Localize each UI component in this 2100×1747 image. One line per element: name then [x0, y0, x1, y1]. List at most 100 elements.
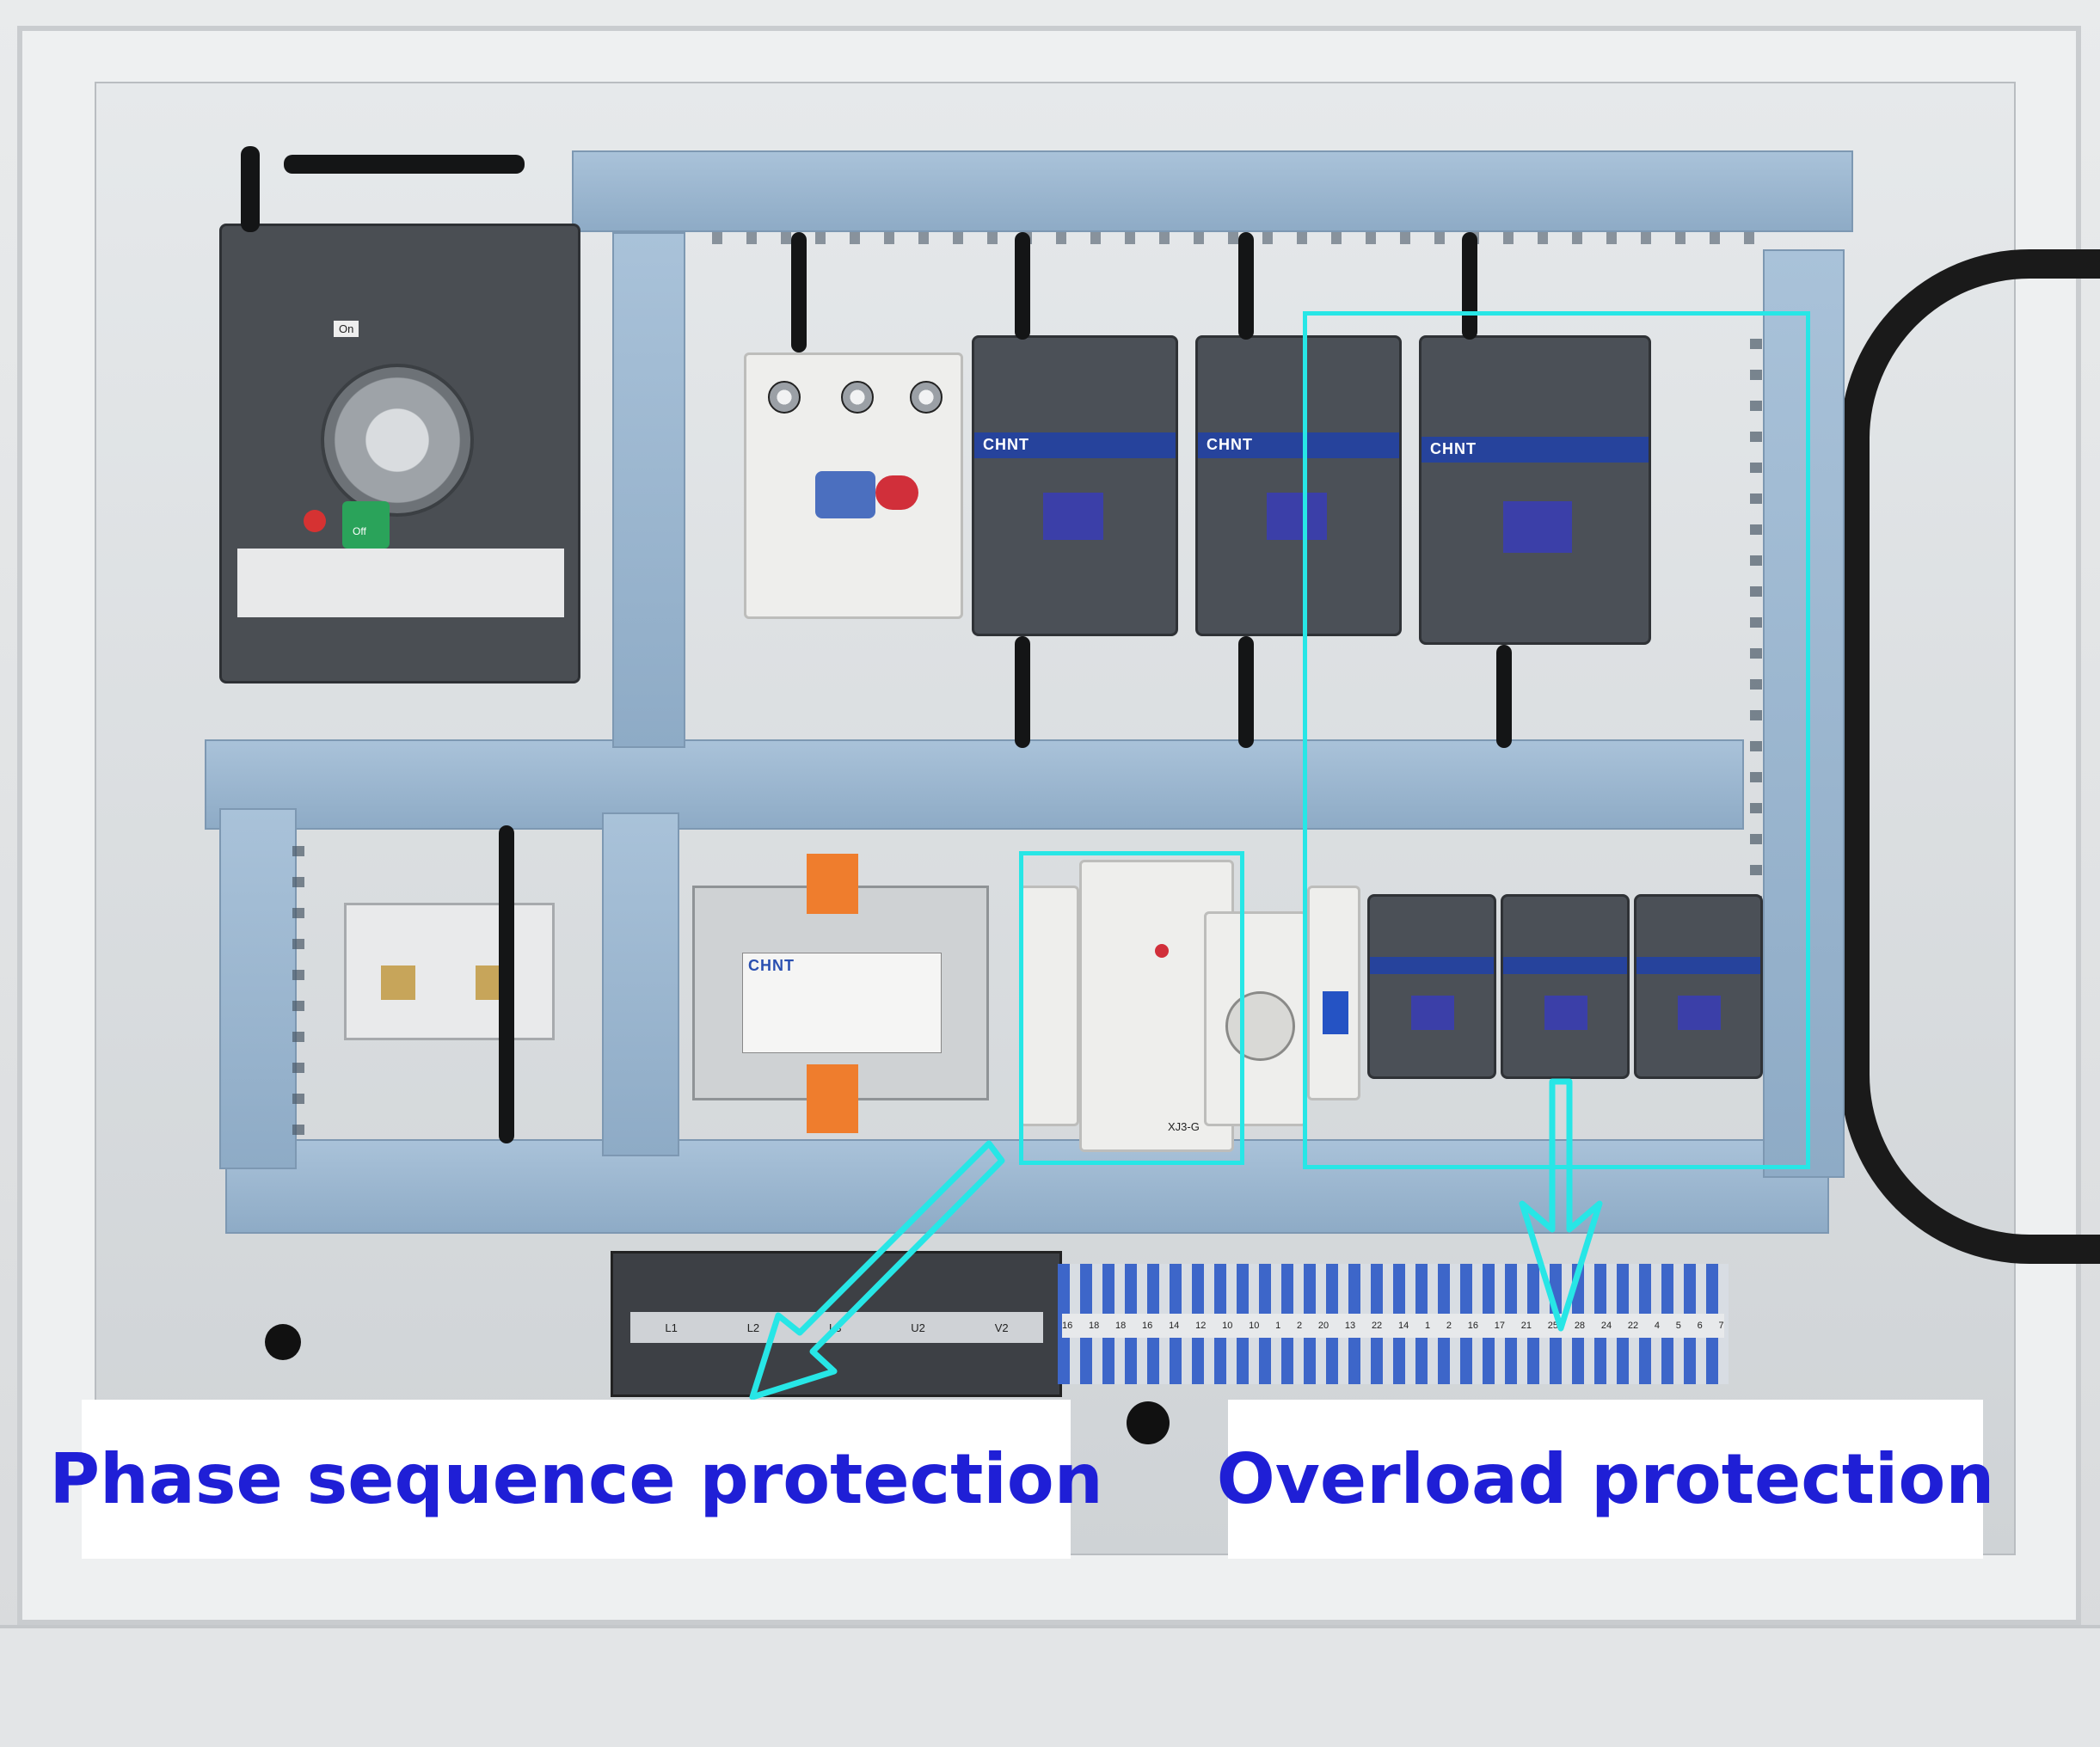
terminal-label-u2: U2 — [911, 1321, 925, 1334]
ctrl-term-8: 10 — [1249, 1321, 1260, 1331]
transformer-nameplate: CHNT — [742, 953, 942, 1053]
ctrl-term-10: 2 — [1297, 1321, 1303, 1331]
relay-screw-1 — [768, 381, 801, 414]
center-vertical-rail — [602, 812, 679, 1156]
breaker-trip-unit — [237, 549, 564, 617]
timer-dial — [1225, 991, 1295, 1061]
ctrl-term-16: 2 — [1446, 1321, 1452, 1331]
top-contactor-out-wires-2 — [1238, 636, 1254, 748]
top-rail — [572, 150, 1853, 232]
ctrl-term-19: 21 — [1520, 1321, 1532, 1331]
timer-relay — [1204, 911, 1307, 1126]
contactor-top-3: CHNT — [1419, 335, 1651, 645]
cabinet-lock — [265, 1324, 301, 1360]
phase-relay-indicator — [1155, 944, 1169, 958]
breaker-supply-wires — [241, 146, 260, 232]
ctrl-term-13: 22 — [1371, 1321, 1383, 1331]
ct-terminal-1 — [381, 965, 415, 1000]
ctrl-term-5: 14 — [1169, 1321, 1180, 1331]
transformer-terminal-orange-bottom — [807, 1064, 858, 1133]
ctrl-term-15: 1 — [1424, 1321, 1431, 1331]
ctrl-term-4: 16 — [1142, 1321, 1153, 1331]
top-contactor-feed-wires-2 — [1015, 232, 1030, 340]
ctrl-term-18: 17 — [1494, 1321, 1506, 1331]
breaker-rotary-knob — [321, 364, 474, 517]
ctrl-term-3: 18 — [1115, 1321, 1127, 1331]
transformer-brand: CHNT — [748, 957, 795, 974]
ctrl-term-1: 16 — [1062, 1321, 1073, 1331]
contactor-top-1-label-band: CHNT — [974, 432, 1176, 458]
overload-arrow — [1519, 1078, 1603, 1332]
wiring-trunk-side — [1750, 318, 1762, 1075]
contactor-top-1: CHNT — [972, 335, 1178, 636]
contactor-top-3-brand: CHNT — [1430, 440, 1477, 457]
ctrl-term-24: 4 — [1654, 1321, 1660, 1331]
contactor-top-2: CHNT — [1195, 335, 1402, 636]
main-circuit-breaker: On Off — [219, 224, 580, 683]
ctrl-term-20: 25 — [1547, 1321, 1559, 1331]
phase-sequence-caption-box: Phase sequence protection — [49, 1400, 1103, 1559]
ctrl-term-12: 13 — [1344, 1321, 1356, 1331]
contactor-bottom-3-actuator — [1678, 996, 1721, 1030]
contactor-bottom-2-band — [1503, 957, 1627, 974]
ctrl-term-26: 6 — [1697, 1321, 1703, 1331]
breaker-off-indicator: Off — [342, 501, 390, 549]
top-contactor-out-wires-3 — [1496, 645, 1512, 748]
ctrl-term-23: 22 — [1627, 1321, 1639, 1331]
contactor-bottom-3 — [1634, 894, 1763, 1079]
terminal-label-v2: V2 — [994, 1321, 1009, 1334]
contactor-bottom-1-actuator — [1411, 996, 1454, 1030]
overload-caption-box: Overload protection — [1217, 1400, 1994, 1559]
upper-vertical-rail — [612, 232, 685, 748]
ctrl-term-2: 18 — [1089, 1321, 1100, 1331]
bottom-rail — [225, 1139, 1829, 1234]
ctrl-term-22: 24 — [1600, 1321, 1612, 1331]
phase-sequence-highlight — [1019, 851, 1244, 1165]
transformer-terminal-orange-top — [807, 854, 858, 914]
overload-caption: Overload protection — [1216, 1439, 1995, 1519]
contactor-top-3-actuator — [1503, 501, 1572, 553]
wiring-trunk-top — [688, 232, 1754, 244]
contactor-top-2-label-band: CHNT — [1198, 432, 1399, 458]
ctrl-term-27: 7 — [1718, 1321, 1724, 1331]
left-vertical-rail — [219, 808, 297, 1169]
contactor-top-2-actuator — [1267, 493, 1327, 540]
miniature-breaker-toggle — [1323, 991, 1348, 1034]
ctrl-term-17: 16 — [1467, 1321, 1478, 1331]
phase-relay-model: XJ3-G — [1168, 1120, 1200, 1133]
wiring-trunk-left — [292, 825, 304, 1135]
relay-screw-3 — [910, 381, 943, 414]
miniature-breaker — [1307, 886, 1360, 1100]
relay-dial — [815, 471, 875, 518]
phase-sequence-caption: Phase sequence protection — [49, 1439, 1103, 1519]
overload-highlight — [1303, 311, 1810, 1169]
contactor-bottom-1-band — [1370, 957, 1494, 974]
contactor-bottom-3-band — [1636, 957, 1760, 974]
ctrl-term-7: 10 — [1222, 1321, 1233, 1331]
contactor-top-1-brand: CHNT — [983, 436, 1029, 453]
control-transformer: CHNT — [692, 854, 989, 1133]
top-contactor-feed-wires — [791, 232, 807, 352]
contactor-bottom-1 — [1367, 894, 1496, 1079]
breaker-off-label: Off — [353, 525, 366, 537]
ctrl-term-14: 14 — [1397, 1321, 1409, 1331]
breaker-trip-button — [304, 510, 326, 532]
terminal-label-l1: L1 — [665, 1321, 678, 1334]
contactor-top-2-brand: CHNT — [1207, 436, 1253, 453]
contactor-bottom-2 — [1501, 894, 1630, 1079]
ctrl-term-9: 1 — [1275, 1321, 1281, 1331]
relay-screw-2 — [841, 381, 874, 414]
cable-gland — [1127, 1401, 1170, 1444]
breaker-supply-wires-2 — [284, 155, 525, 174]
top-contactor-out-wires — [1015, 636, 1030, 748]
ctrl-term-25: 5 — [1675, 1321, 1681, 1331]
top-contactor-feed-wires-3 — [1238, 232, 1254, 340]
ctrl-term-6: 12 — [1195, 1321, 1207, 1331]
ctrl-term-21: 28 — [1574, 1321, 1586, 1331]
terminal-label-l2: L2 — [746, 1321, 760, 1334]
phase-sequence-arrow — [749, 1140, 1005, 1401]
contactor-top-1-actuator — [1043, 493, 1103, 540]
cabinet-bottom-sill — [0, 1625, 2100, 1747]
current-transformer — [344, 903, 555, 1040]
breaker-on-label: On — [334, 321, 359, 337]
